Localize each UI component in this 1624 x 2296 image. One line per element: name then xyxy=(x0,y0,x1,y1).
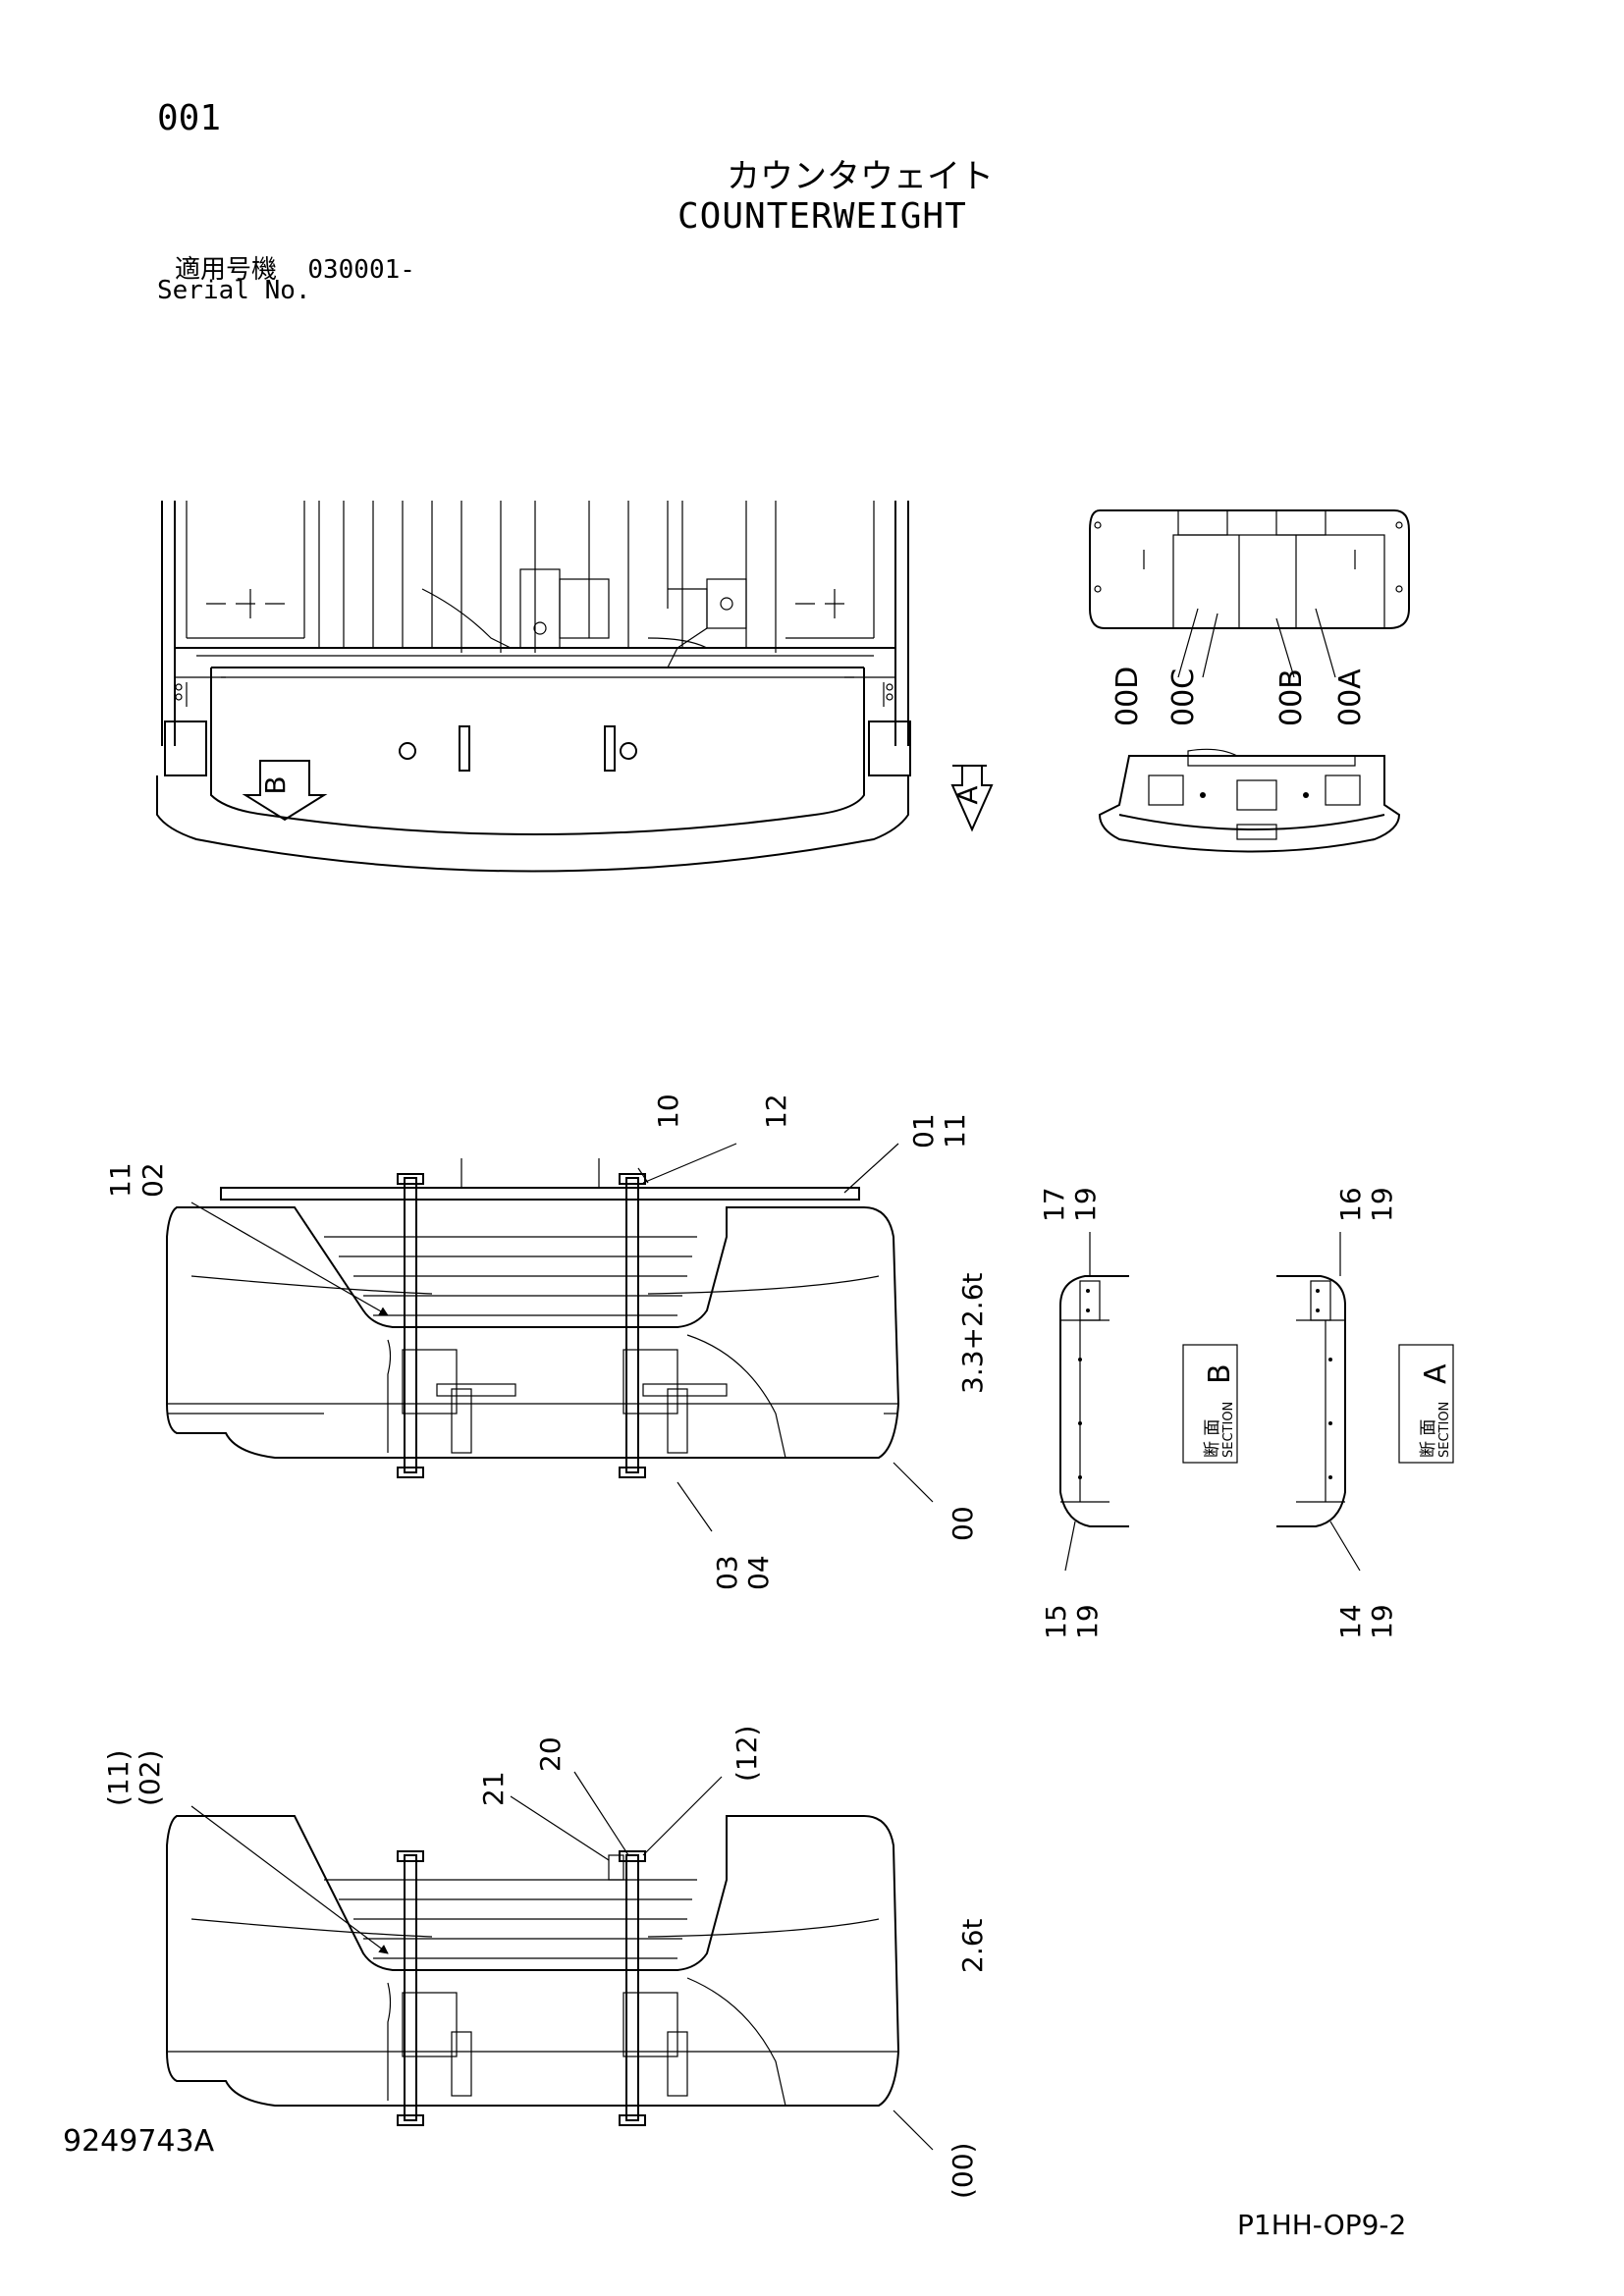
callout-00a: 00A xyxy=(1333,668,1368,726)
view-arrow-a: A xyxy=(950,765,994,832)
callout-17: 17 xyxy=(1038,1187,1070,1222)
callout-00d: 00D xyxy=(1110,667,1145,726)
plan-view: B A xyxy=(156,501,994,873)
callout-paren-02: (02) xyxy=(134,1750,166,1806)
title-japanese: カウンタウェイト xyxy=(727,157,994,196)
callout-00: 00 xyxy=(947,1506,979,1541)
callout-02: 02 xyxy=(136,1162,169,1198)
serial-label-english: Serial No. xyxy=(157,276,311,305)
view-arrow-b-label: B xyxy=(259,775,292,794)
view-arrow-b: B xyxy=(242,760,328,822)
section-b-en: SECTION xyxy=(1221,1402,1236,1458)
callout-11: 11 xyxy=(104,1162,136,1198)
callout-21: 21 xyxy=(477,1771,510,1806)
serial-line-japanese: 適用号機 030001- xyxy=(175,249,415,286)
callout-20: 20 xyxy=(534,1736,567,1772)
weight-label-33: 3.3+2.6t xyxy=(956,1272,989,1394)
callout-paren-12: (12) xyxy=(731,1726,763,1782)
upper-frame xyxy=(161,501,909,746)
assembly-3-3t: 11 02 10 12 01 11 03 04 00 3.3+2.6t xyxy=(104,1094,989,1590)
section-a-en: SECTION xyxy=(1437,1402,1452,1458)
page-number: 001 xyxy=(157,98,222,138)
section-a-jp: 断 面 xyxy=(1419,1419,1438,1458)
section-b-jp: 断 面 xyxy=(1203,1419,1222,1458)
section-a-view: 16 19 14 19 断 面 SECTION A xyxy=(1276,1187,1454,1639)
callout-16: 16 xyxy=(1334,1187,1367,1222)
section-b-view: 17 19 15 19 断 面 SECTION B xyxy=(1038,1187,1238,1639)
figure-number: 9249743A xyxy=(63,2124,215,2159)
callout-03: 03 xyxy=(711,1555,743,1590)
weight-block-detail: 00D 00C 00B 00A xyxy=(1089,509,1410,726)
weight-label-26: 2.6t xyxy=(956,1918,989,1973)
callout-19d: 19 xyxy=(1366,1604,1398,1639)
callout-19a: 19 xyxy=(1069,1187,1102,1222)
serial-value: 030001- xyxy=(307,255,415,285)
callout-12: 12 xyxy=(760,1094,792,1129)
serial-label-japanese: 適用号機 xyxy=(175,255,278,285)
callout-19c: 19 xyxy=(1071,1604,1104,1639)
callout-00c: 00C xyxy=(1166,668,1201,726)
section-b-letter: B xyxy=(1203,1363,1237,1384)
section-a-letter: A xyxy=(1419,1363,1453,1384)
callout-00b: 00B xyxy=(1274,668,1309,726)
callout-15: 15 xyxy=(1040,1604,1072,1639)
callout-paren-11: (11) xyxy=(102,1750,135,1806)
callout-04: 04 xyxy=(742,1555,775,1590)
assembly-2-6t: (11) (02) 21 20 (12) (00) 2.6t xyxy=(102,1726,989,2199)
counterweight-plan xyxy=(156,667,911,873)
callout-paren-00: (00) xyxy=(947,2143,979,2199)
view-arrow-a-label: A xyxy=(951,785,984,804)
title-english: COUNTERWEIGHT xyxy=(677,196,967,237)
callout-19b: 19 xyxy=(1366,1187,1398,1222)
weight-block-iso xyxy=(1098,748,1401,853)
callout-01: 01 xyxy=(907,1113,940,1148)
sheet-number: P1HH-OP9-2 xyxy=(1237,2209,1407,2241)
callout-10: 10 xyxy=(652,1094,684,1129)
callout-11b: 11 xyxy=(939,1113,971,1148)
callout-14: 14 xyxy=(1334,1604,1367,1639)
